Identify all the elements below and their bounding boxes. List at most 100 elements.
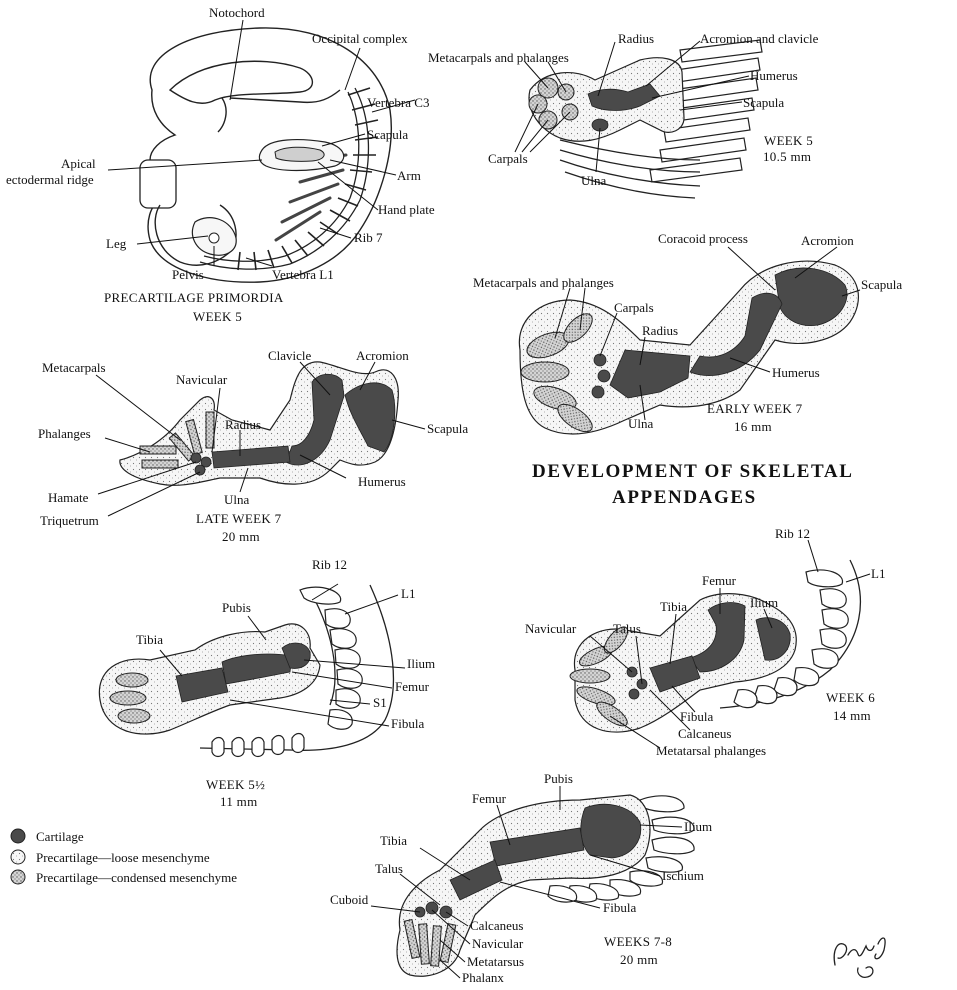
panel-week5-arm: Radius Acromion and clavicle Metacarpals… — [428, 31, 819, 198]
label-l1-w6: L1 — [871, 566, 885, 581]
title-line-2: APPENDAGES — [612, 487, 757, 508]
label-radius-lw7: Radius — [225, 417, 261, 432]
label-femur-w78: Femur — [472, 791, 507, 806]
label-triquetrum: Triquetrum — [40, 513, 99, 528]
label-radius-w5: Radius — [618, 31, 654, 46]
label-fibula-w6: Fibula — [680, 709, 713, 724]
label-metatarsal-phalanges: Metatarsal phalanges — [656, 743, 766, 758]
title-line-1: DEVELOPMENT OF SKELETAL — [532, 461, 854, 482]
label-humerus-w5: Humerus — [750, 68, 798, 83]
label-scapula: Scapula — [367, 127, 408, 142]
label-tibia-w55: Tibia — [136, 632, 163, 647]
label-pelvis: Pelvis — [172, 267, 204, 282]
label-metatarsus: Metatarsus — [467, 954, 524, 969]
legend-swatch-condensed — [11, 870, 25, 884]
label-rib12-w6: Rib 12 — [775, 526, 810, 541]
label-phalanx: Phalanx — [462, 970, 504, 985]
notochord-tube — [218, 90, 340, 132]
legend-label-loose: Precartilage—loose mesenchyme — [36, 850, 210, 865]
label-phalanges-lw7: Phalanges — [38, 426, 91, 441]
label-carpals-w5: Carpals — [488, 151, 528, 166]
caption-16mm: 16 mm — [734, 419, 772, 434]
label-tibia-w78: Tibia — [380, 833, 407, 848]
label-clavicle-lw7: Clavicle — [268, 348, 312, 363]
label-scapula-lw7: Scapula — [427, 421, 468, 436]
label-ilium-w6: Ilium — [750, 595, 778, 610]
caption-11mm: 11 mm — [220, 794, 258, 809]
label-arm: Arm — [397, 168, 421, 183]
label-radius-ew7: Radius — [642, 323, 678, 338]
label-fibula-w55: Fibula — [391, 716, 424, 731]
plate-title: DEVELOPMENT OF SKELETAL APPENDAGES — [532, 461, 854, 508]
label-cuboid: Cuboid — [330, 892, 369, 907]
caption-20mm-b: 20 mm — [620, 952, 658, 967]
label-hand-plate: Hand plate — [378, 202, 435, 217]
legend-swatch-loose — [11, 850, 25, 864]
legend-label-cartilage: Cartilage — [36, 829, 84, 844]
label-calcaneus-w6: Calcaneus — [678, 726, 731, 741]
legend-label-condensed: Precartilage—condensed mesenchyme — [36, 870, 237, 885]
label-scapula-w5: Scapula — [743, 95, 784, 110]
label-femur-w55: Femur — [395, 679, 430, 694]
label-metacarpals-phalanges-w5: Metacarpals and phalanges — [428, 50, 569, 65]
label-metacarpals-phalanges-ew7: Metacarpals and phalanges — [473, 275, 614, 290]
label-navicular-lw7: Navicular — [176, 372, 228, 387]
label-humerus-lw7: Humerus — [358, 474, 406, 489]
label-ulna-lw7: Ulna — [224, 492, 250, 507]
label-s1-w55: S1 — [373, 695, 387, 710]
label-carpals-ew7: Carpals — [614, 300, 654, 315]
label-l1-w55: L1 — [401, 586, 415, 601]
label-notochord: Notochord — [209, 5, 265, 20]
panel-week6: Rib 12 L1 Femur Ilium Tibia Navicular Ta… — [525, 526, 885, 758]
embryo-brain-fold — [170, 61, 312, 103]
label-occipital-complex: Occipital complex — [312, 31, 408, 46]
label-pubis-w55: Pubis — [222, 600, 251, 615]
label-acromion-lw7: Acromion — [356, 348, 409, 363]
label-ilium-w55: Ilium — [407, 656, 435, 671]
label-ilium-w78: Ilium — [684, 819, 712, 834]
caption-week6: WEEK 6 — [826, 690, 875, 705]
label-rib-7: Rib 7 — [354, 230, 383, 245]
caption-late-week7: LATE WEEK 7 — [196, 511, 282, 526]
label-leg: Leg — [106, 236, 127, 251]
label-acromion-ew7: Acromion — [801, 233, 854, 248]
label-tibia-w6: Tibia — [660, 599, 687, 614]
label-humerus-ew7: Humerus — [772, 365, 820, 380]
caption-week5-b: WEEK 5 — [764, 133, 813, 148]
label-talus-w78: Talus — [375, 861, 403, 876]
label-fibula-w78: Fibula — [603, 900, 636, 915]
label-coracoid: Coracoid process — [658, 231, 748, 246]
label-metacarpals-lw7: Metacarpals — [42, 360, 106, 375]
panel-early-week7: Coracoid process Acromion Metacarpals an… — [473, 231, 902, 437]
label-ulna-w5: Ulna — [581, 173, 607, 188]
caption-10-5mm: 10.5 mm — [763, 149, 811, 164]
caption-week5-a: WEEK 5 — [193, 309, 242, 324]
arm-bud — [259, 140, 343, 171]
caption-weeks78: WEEKS 7-8 — [604, 934, 672, 949]
label-hamate: Hamate — [48, 490, 89, 505]
caption-week5half: WEEK 5½ — [206, 777, 265, 792]
label-ischium: Ischium — [662, 868, 704, 883]
label-femur-w6: Femur — [702, 573, 737, 588]
signature — [834, 938, 885, 977]
ilium-w78 — [581, 804, 641, 858]
legend: Cartilage Precartilage—loose mesenchyme … — [11, 829, 237, 885]
label-apical: Apical — [61, 156, 96, 171]
label-navicular-w78: Navicular — [472, 936, 524, 951]
panel-precartilage-primordia: Notochord Occipital complex Vertebra C3 … — [6, 5, 435, 324]
label-rib12-w55: Rib 12 — [312, 557, 347, 572]
panel-late-week7: Metacarpals Clavicle Acromion Navicular … — [38, 348, 468, 544]
label-ulna-ew7: Ulna — [628, 416, 654, 431]
panel-weeks78: Pubis Femur Ilium Tibia Ischium Talus Cu… — [330, 771, 712, 985]
label-vertebra-c3: Vertebra C3 — [367, 95, 429, 110]
legend-swatch-cartilage — [11, 829, 25, 843]
panel-week5half: Rib 12 L1 Pubis Tibia Ilium Femur S1 Fib… — [99, 557, 435, 809]
label-pubis-w78: Pubis — [544, 771, 573, 786]
caption-14mm: 14 mm — [833, 708, 871, 723]
label-talus-w6: Talus — [613, 621, 641, 636]
label-acromion-clavicle: Acromion and clavicle — [700, 31, 819, 46]
caption-early-week7: EARLY WEEK 7 — [707, 401, 803, 416]
label-vertebra-l1: Vertebra L1 — [272, 267, 334, 282]
